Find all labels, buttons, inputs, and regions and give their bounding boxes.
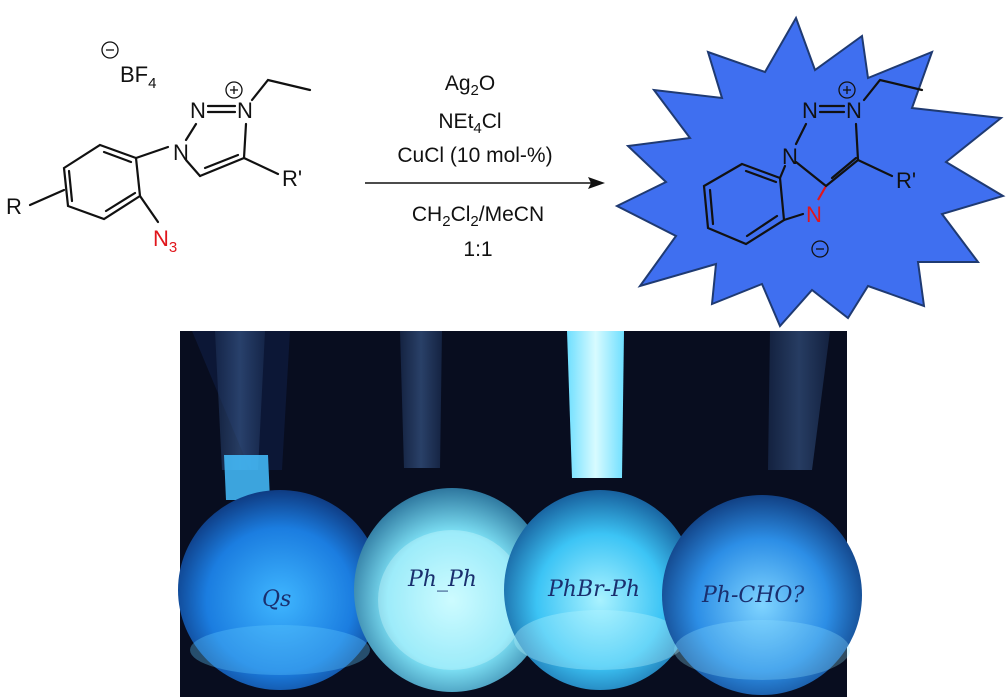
flask-2: Ph_Ph [354,331,550,692]
condition-cucl: CuCl (10 mol-%) [397,144,552,167]
r-bond [28,188,66,207]
reactant-structure: BF4 R N3 N N N R' [6,41,312,256]
flask-3-label: PhBr-Ph [547,577,640,602]
reactant-cation-charge [225,81,243,99]
azide-label: N3 [153,226,177,256]
flask-1: Qs [178,331,382,690]
aryl-n-bond [134,145,170,160]
n1-c5-bond [184,158,202,178]
product-r-prime-label: R' [896,168,916,193]
reaction-conditions: Ag2O NEt4Cl CuCl (10 mol-%) CH2Cl2/MeCN … [365,72,605,261]
condition-ag2o: Ag2O [445,72,495,99]
flask-4: Ph-CHO? [662,331,862,695]
reactant-n2: N [190,98,206,123]
c4-n3-bond [242,122,248,160]
product-n1: N [782,144,798,169]
counterion-label: BF4 [120,62,156,92]
condition-solvent: CH2Cl2/MeCN [412,203,544,230]
reactant-benzene-ring [62,143,142,221]
counterion-charge-circle [101,41,119,59]
flask-4-label: Ph-CHO? [701,583,804,608]
reactant-n3: N [237,98,253,123]
reactant-r-label: R [6,194,22,219]
product-n3: N [846,98,862,123]
reaction-arrow-head [588,177,605,189]
reactant-r-prime-label: R' [282,166,302,191]
azide-bond [138,194,160,224]
product-structure: N N N N R' [614,15,1006,328]
c5-c4-double [203,153,240,170]
product-ethyl-group [862,78,924,102]
n1-n2-bond [184,122,198,142]
flask-2-label: Ph_Ph [407,567,477,592]
product-n2: N [802,98,818,123]
condition-ratio: 1:1 [463,238,492,261]
r-prime-bond [242,156,280,176]
condition-net4cl: NEt4Cl [438,110,501,137]
fluorescence-photo: Qs Ph_Ph PhBr-Ph Ph-CHO? [178,331,862,697]
ethyl-group [250,78,312,102]
reactant-n1: N [173,140,189,165]
flask-3: PhBr-Ph [504,331,696,690]
product-anionic-n: N [806,202,822,227]
c5-c4-bond [198,156,246,178]
product-cation-charge [838,81,856,99]
flask-1-label: Qs [262,587,291,612]
product-anion-charge [811,240,829,258]
